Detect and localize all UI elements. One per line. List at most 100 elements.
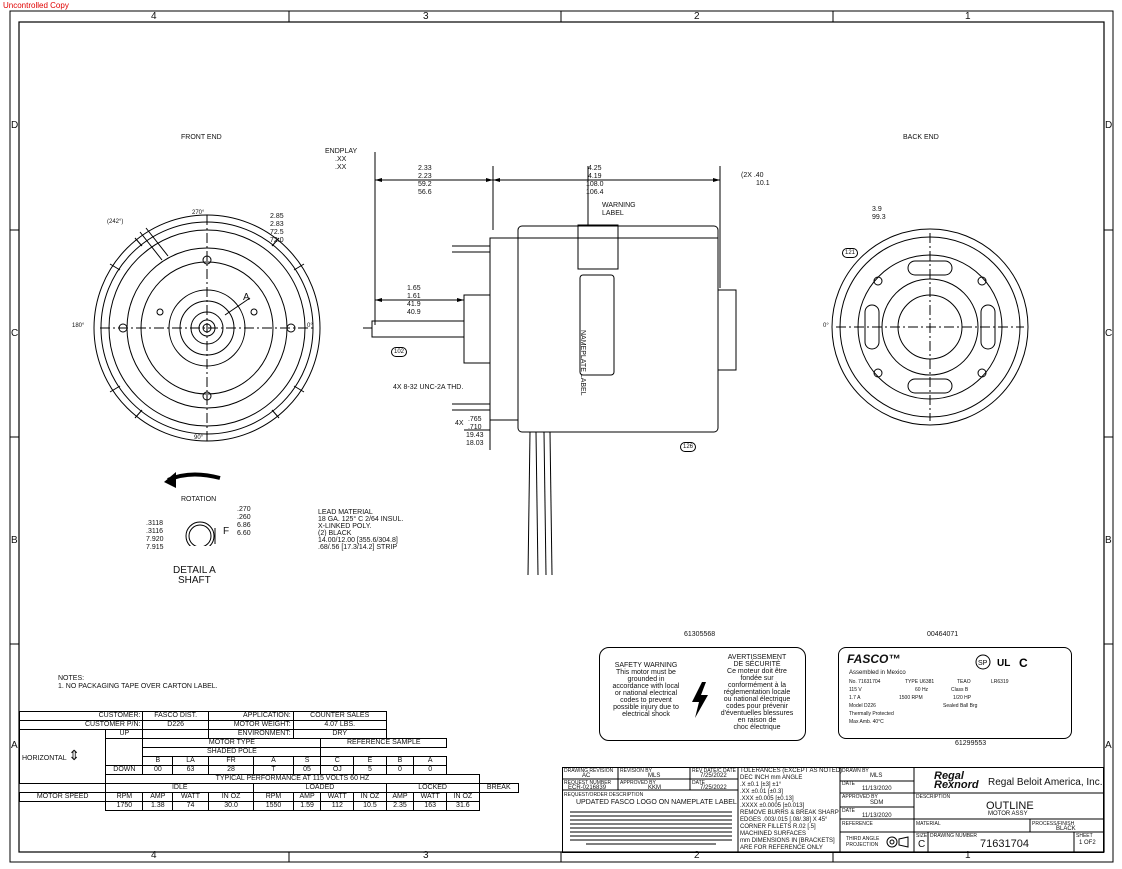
back-dia-mm: 99.3 (872, 214, 886, 221)
svg-text:SP: SP (978, 660, 988, 667)
customer-label: CUSTOMER: (18, 711, 144, 721)
shaft-dia-min: .3116 (146, 528, 163, 535)
approval-date-label: DATE (842, 808, 855, 814)
safety-line-5: codes to prevent (620, 697, 672, 704)
drawing-revision-label: DRAWING REVISION (564, 768, 614, 774)
svg-text:C: C (1019, 656, 1028, 670)
tol-row-5: .XXXX ±0.0005 [±0.013] (740, 803, 805, 809)
detail-a-title: DETAIL A SHAFT (173, 566, 216, 586)
reference-label: REFERENCE (842, 821, 873, 827)
zone-col-2-bottom: 2 (694, 850, 700, 861)
approval-date-value: 11/13/2020 (862, 813, 892, 819)
code-value-1: 00 (142, 765, 174, 775)
tol-row-2: .X ±0.1 [±3] ±1° (740, 782, 782, 788)
safety-warning-label: SAFETY WARNING This motor must be ground… (599, 647, 806, 741)
back-diameter: 3.9 99.3 (872, 206, 886, 222)
perf-header-2: AMP (142, 792, 174, 802)
approval-value: SDM (870, 800, 884, 806)
safety-fr-line-4: réglementation locale (723, 689, 791, 696)
sheet-value: 1 OF2 (1079, 840, 1096, 846)
perf-header-7: WATT (320, 792, 355, 802)
lead-note-1: LEAD MATERIAL (318, 509, 373, 516)
lead-note-6: .68/.56 [17.3/14.2] STRIP (318, 544, 397, 551)
tol-row-9: MACHINED SURFACES (740, 831, 807, 837)
down-label: DOWN (105, 765, 144, 775)
drawing-revision-value: AC (582, 773, 591, 779)
tol-row-1: DEC INCH mm ANGLE (740, 775, 803, 781)
dim-765-min: .710 (467, 424, 482, 431)
safety-line-3: accordance with local (612, 683, 680, 690)
code-label-9: A (413, 756, 448, 766)
third-angle-line-1: THIRD ANGLE (846, 836, 880, 842)
drawn-by-label: DRAWN BY (842, 768, 869, 774)
logo-line-2: Rexnord (934, 779, 979, 791)
perf-value-5: 1550 (253, 801, 294, 811)
code-value-2: 63 (172, 765, 209, 775)
code-value-7: 5 (353, 765, 387, 775)
endplay-val-2: .XX (335, 164, 347, 171)
balloon-121: 121 (842, 248, 859, 258)
mm-note: mm DIMENSIONS IN [BRACKETS] (740, 838, 835, 844)
back-end-title: BACK END (903, 134, 939, 141)
dim-2-33-max: 2.33 (418, 165, 432, 172)
certification-marks-icon: SP UL C (975, 654, 1028, 670)
lead-note-3: X-LINKED POLY. (318, 523, 372, 530)
application-label: APPLICATION: (207, 711, 294, 721)
dim-4-25-mm-max: 108.0 (586, 181, 604, 188)
typical-performance-label: TYPICAL PERFORMANCE AT 115 VOLTS 60 HZ (105, 774, 480, 784)
environment-value: DRY (292, 729, 387, 739)
nameplate-model: Model D226 (849, 703, 876, 709)
approved-by-label: APPROVED BY (620, 780, 656, 786)
front-angle-bottom: 90° (194, 435, 204, 441)
nameplate-ambient: Max Amb. 40°C (849, 719, 884, 725)
code-value-8: 0 (385, 765, 415, 775)
side-view (363, 152, 737, 576)
application-value: COUNTER SALES (292, 711, 387, 721)
note-1: 1. NO PACKAGING TAPE OVER CARTON LABEL. (58, 683, 218, 690)
zone-col-1-top: 1 (965, 11, 971, 22)
request-number-label: REQUEST NUMBER (564, 780, 612, 786)
code-value-4: T (253, 765, 294, 775)
customer-pn-label: CUSTOMER P/N: (18, 720, 144, 730)
safety-fr-line-6: codes pour prévenir (726, 703, 788, 710)
safety-fr-title-1: AVERTISSEMENT (727, 654, 787, 661)
request-date-value: 7/25/2022 (700, 785, 727, 791)
rotation-label: ROTATION (181, 496, 217, 503)
perf-header-1: RPM (105, 792, 144, 802)
approved-by-value: KKM (648, 785, 662, 791)
notes: NOTES: 1. NO PACKAGING TAPE OVER CARTON … (58, 675, 218, 691)
horizontal-cell: HORIZONTAL ⇕ (18, 729, 107, 784)
dim-4x: 4X (455, 420, 464, 427)
perf-value-1: 1750 (105, 801, 144, 811)
weight-label: MOTOR WEIGHT: (207, 720, 294, 730)
front-angle-lead: (242°) (107, 219, 124, 225)
shaft-dia-mm-min: 7.915 (146, 544, 164, 551)
nameplate-label-text: NAMEPLATE LABEL (579, 330, 586, 396)
tolerances-title: TOLERANCES (EXCEPT AS NOTED) (740, 768, 843, 774)
dim-765-mm-max: 19.43 (466, 432, 484, 439)
drawing-subtitle: MOTOR ASSY (988, 811, 1028, 817)
drawn-date-value: 11/13/2020 (862, 786, 892, 792)
perf-header-10: WATT (413, 792, 448, 802)
perf-header-8: IN OZ (353, 792, 387, 802)
break-label: BREAK (478, 783, 520, 793)
perf-value-7: 112 (320, 801, 355, 811)
third-angle-projection: THIRD ANGLE PROJECTION (846, 836, 879, 848)
tol-row-7: EDGES .003/.015 [.08/.38] X 45° (740, 817, 828, 823)
lead-material-notes: LEAD MATERIAL 18 GA. 125° C 2/64 INSUL. … (318, 509, 403, 551)
environment-label: ENVIRONMENT: (207, 729, 294, 739)
safety-line-7: electrical shock (622, 711, 670, 718)
dia-outer-min: 2.83 (270, 221, 284, 228)
zone-row-a-left: A (11, 740, 18, 751)
safety-fr-line-3: conformément à la (728, 682, 786, 689)
warning-label-line-1: WARNING (602, 202, 636, 209)
safety-french: AVERTISSEMENT DE SÉCURITÉ Ce moteur doit… (714, 654, 800, 731)
nameplate-volts: 115 V (849, 687, 862, 693)
nameplate-tead: TEAO (957, 679, 971, 685)
shaft-dia-mm-max: 7.920 (146, 536, 164, 543)
zone-col-4-top: 4 (151, 11, 157, 22)
zone-row-b-left: B (11, 535, 18, 546)
zone-col-2-top: 2 (694, 11, 700, 22)
code-label-3: FR (207, 756, 255, 766)
size-value: C (918, 839, 926, 850)
